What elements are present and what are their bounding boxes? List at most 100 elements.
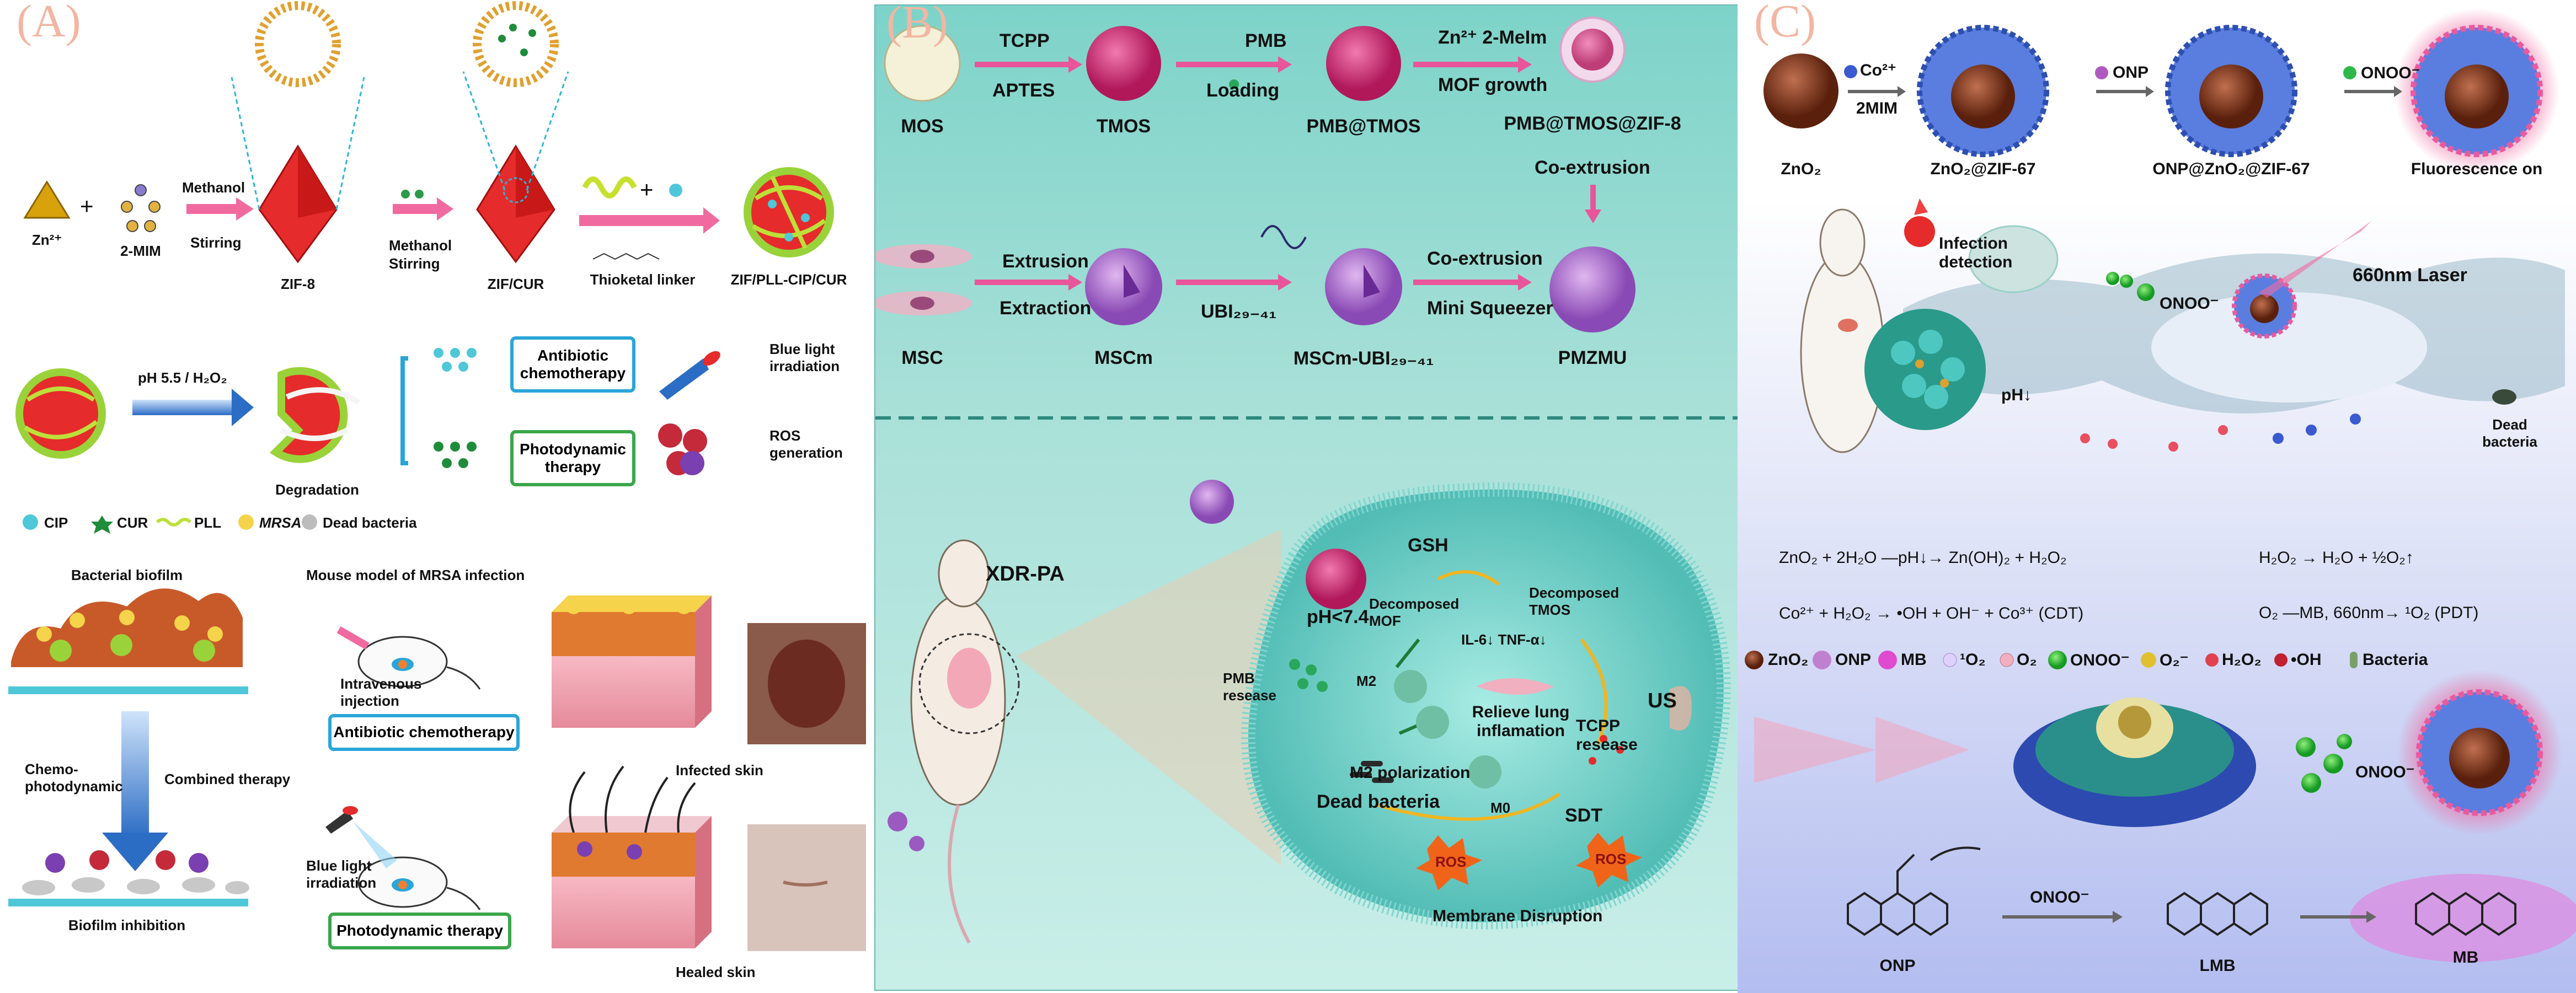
- linker-label: Thioketal linker: [590, 271, 696, 288]
- pmbtmos-label: PMB@TMOS: [1306, 116, 1421, 137]
- zif8-label: ZIF-8: [280, 276, 316, 292]
- macrophage-cell: [1241, 482, 1731, 930]
- mouse-iv: [336, 626, 481, 690]
- legend-dead: Dead bacteria: [323, 514, 417, 531]
- zifcur-octahedron: [462, 1, 569, 264]
- equation-1: ZnO₂ + 2H₂O —pH↓→ Zn(OH)₂ + H₂O₂: [1779, 549, 2067, 567]
- mim-molecule: [121, 184, 161, 232]
- legend-h2o2: H₂O₂: [2222, 651, 2262, 669]
- bottom-onoo-label: ONOO⁻: [2355, 763, 2415, 781]
- skin-healed: [552, 765, 712, 948]
- m0-label: M0: [1490, 799, 1511, 816]
- infection-label: Infection detection: [1939, 234, 2013, 271]
- legend-singlet: ¹O₂: [1960, 651, 1986, 669]
- box-photodynamic: Photodynamic therapy: [510, 430, 635, 486]
- legend-onoo: ONOO⁻: [2070, 651, 2130, 669]
- siren: [1904, 216, 1935, 247]
- legend-cip: CIP: [44, 514, 68, 531]
- equation-2: H₂O₂ → H₂O + ½O₂↑: [2259, 549, 2414, 567]
- m2-label: M2: [1356, 673, 1377, 689]
- onp-mol-label: ONP: [1879, 957, 1916, 975]
- tcpprel-label: TCPP resease: [1576, 717, 1638, 754]
- zn-label: Zn²⁺: [31, 232, 62, 248]
- mos-label: MOS: [901, 116, 944, 137]
- chemo-label: Chemo-photodynamic: [25, 761, 123, 795]
- panel-c: (C) Co²⁺ 2MIM ZnO₂ ZnO₂@ZIF-67 ONP ONP@Z…: [1738, 0, 2576, 993]
- gsh-label: GSH: [1408, 535, 1449, 556]
- us-label: US: [1648, 689, 1677, 712]
- scene-ph-label: pH↓: [2001, 386, 2032, 404]
- zif8-octahedron: [231, 1, 365, 264]
- panel-a: (A) Zn²⁺ + 2-MIM Methanol Stirring ZIF-8…: [0, 0, 866, 993]
- panel-b: (B) MOS TCPP APTES TMOS PMB Loading PMB@…: [874, 4, 1740, 991]
- mofgrowth-label: MOF growth: [1438, 74, 1548, 95]
- zifcur-label: ZIF/CUR: [487, 276, 544, 292]
- healed-label: Healed skin: [676, 964, 756, 980]
- ph-label: pH<7.4: [1307, 606, 1369, 627]
- legend-bacteria: Bacteria: [2363, 651, 2428, 669]
- legend-pll: PLL: [194, 514, 222, 531]
- relieve-label: Relieve lung inflamation: [1472, 703, 1570, 740]
- ubi-label: UBI₂₉₋₄₁: [1201, 301, 1277, 322]
- box-antibiotic: Antibiotic chemotherapy: [510, 336, 635, 393]
- infection-cluster: [1864, 309, 1986, 430]
- box-photodynamic-2: Photodynamic therapy: [328, 913, 511, 949]
- onoo-label: ONOO⁻: [2361, 64, 2420, 82]
- membrane-label: Membrane Disruption: [1433, 907, 1603, 925]
- sphere-intact: [15, 368, 106, 459]
- biofilm: [8, 588, 248, 694]
- legend-o2: O₂: [2017, 651, 2037, 669]
- mb-mol-label: MB: [2452, 948, 2479, 967]
- bluelight2-label: Blue light irradiation: [306, 857, 377, 891]
- mof-sphere: [1306, 549, 1366, 609]
- panel-a-label: (A): [17, 0, 81, 47]
- zn-triangle: [23, 180, 71, 219]
- onp-molecule: [1847, 846, 1981, 936]
- onp-label: ONP: [2113, 63, 2149, 82]
- mscm-label: MSCm: [1094, 347, 1153, 368]
- pmzmu-label: PMZMU: [1558, 347, 1627, 368]
- m2pol-label: M2 polarization: [1350, 764, 1471, 782]
- xdr-label: XDR-PA: [986, 562, 1065, 586]
- ros-burst-2: [1576, 833, 1642, 888]
- zn-melm-label: Zn²⁺ 2-MeIm: [1438, 27, 1547, 48]
- laser-label: 660nm Laser: [2353, 265, 2467, 286]
- panel-a-graphics: [8, 1, 866, 951]
- mouse-b: [888, 539, 1020, 944]
- lmb-molecule: [2167, 892, 2268, 936]
- mouse-title: Mouse model of MRSA infection: [306, 567, 525, 583]
- msc-label: MSC: [901, 347, 943, 368]
- iv-label: Intravenous injection: [340, 675, 422, 709]
- mim-c-label: 2MIM: [1856, 99, 1898, 117]
- biofilm-label: Bacterial biofilm: [71, 567, 183, 583]
- pmb-label: PMB: [1245, 30, 1287, 51]
- mini-label: Mini Squeezer: [1427, 298, 1553, 319]
- tcpp-label: TCPP: [1000, 30, 1050, 51]
- dead-c-label: Dead bacteria: [2482, 416, 2537, 450]
- extraction-label: Extraction: [1000, 298, 1092, 319]
- bottom-onoo2-label: ONOO⁻: [2030, 888, 2089, 906]
- dead-label: Dead bacteria: [1317, 791, 1440, 812]
- aptes-label: APTES: [992, 80, 1055, 101]
- il6-label: IL-6↓ TNF-α↓: [1461, 631, 1547, 648]
- mos-sphere: [884, 25, 961, 102]
- skin-infected: [552, 595, 712, 728]
- onpzif-label: ONP@ZnO₂@ZIF-67: [2152, 160, 2310, 178]
- ros-burst-1: [1416, 835, 1482, 890]
- mouse-pdt: [325, 806, 481, 910]
- dectmos-label: Decomposed TMOS: [1529, 584, 1620, 618]
- final-label: PMB@TMOS@ZIF-8: [1504, 113, 1681, 134]
- degradation-label: Degradation: [275, 481, 359, 498]
- pmbtmos-sphere: [1326, 26, 1401, 101]
- mscmubi-label: MSCm-UBI₂₉₋₄₁: [1293, 348, 1434, 369]
- legend-zno2: ZnO₂: [1768, 651, 1809, 669]
- zno2zif-label: ZnO₂@ZIF-67: [1930, 160, 2036, 178]
- pmzmu-sphere: [1549, 246, 1636, 332]
- equation-3: Co²⁺ + H₂O₂ → •OH + OH⁻ + Co³⁺ (CDT): [1779, 604, 2084, 622]
- photo-healed: [747, 824, 866, 951]
- condition-label: pH 5.5 / H₂O₂: [138, 369, 227, 386]
- tmos-sphere: [1086, 26, 1161, 101]
- arrow2-top: Methanol: [389, 237, 452, 254]
- arrow1-bottom: Stirring: [190, 234, 242, 251]
- tmos-label: TMOS: [1096, 116, 1151, 137]
